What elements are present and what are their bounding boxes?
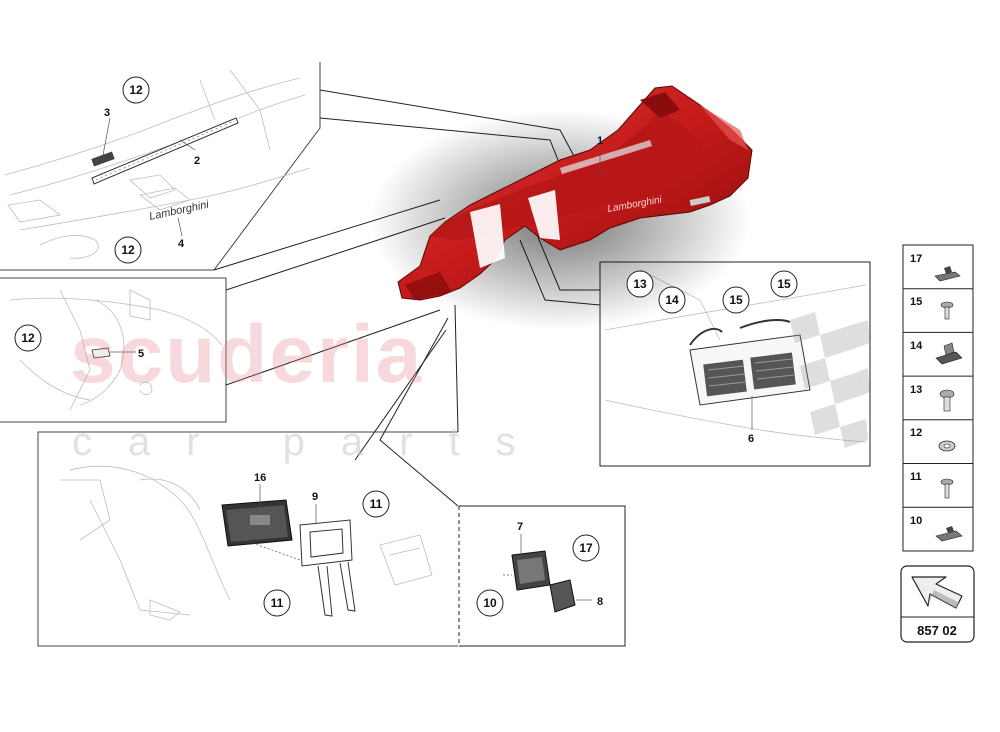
callout-11-left: 11 xyxy=(263,589,291,617)
svg-text:13: 13 xyxy=(633,277,647,291)
callout-11-right: 11 xyxy=(362,490,390,518)
part-labels: 3 2 4 1 5 6 16 9 7 8 xyxy=(104,107,754,608)
detail-upper-trim: Lamborghini xyxy=(0,62,321,271)
svg-text:15: 15 xyxy=(910,296,922,308)
label-3: 3 xyxy=(104,107,110,119)
callout-12-top: 12 xyxy=(122,76,150,104)
legend-row-13: 13 xyxy=(910,384,955,412)
label-6: 6 xyxy=(748,433,754,445)
screw-13-icon xyxy=(939,389,955,412)
callout-17: 17 xyxy=(572,534,600,562)
checker-flag-watermark xyxy=(790,312,870,448)
main-dashboard-part: Lamborghini xyxy=(370,85,753,330)
label-5: 5 xyxy=(138,348,144,360)
detail-lower-console xyxy=(37,431,458,647)
legend-row-11: 11 xyxy=(910,471,954,499)
catalog-number: 857 02 xyxy=(917,623,957,638)
legend-row-14: 14 xyxy=(910,340,963,365)
clip-10-icon xyxy=(935,526,963,542)
nut-12-icon xyxy=(938,440,956,452)
legend-row-12: 12 xyxy=(910,427,956,452)
legend-row-10: 10 xyxy=(910,515,963,542)
clip-17-icon xyxy=(934,266,961,282)
svg-text:12: 12 xyxy=(910,427,922,439)
svg-text:12: 12 xyxy=(129,83,143,97)
svg-text:10: 10 xyxy=(483,596,497,610)
label-1: 1 xyxy=(597,135,603,147)
svg-text:15: 15 xyxy=(777,277,791,291)
svg-text:12: 12 xyxy=(121,243,135,257)
svg-text:11: 11 xyxy=(271,596,284,610)
label-16: 16 xyxy=(254,472,266,484)
watermark: scuderia car parts xyxy=(70,309,552,464)
svg-text:17: 17 xyxy=(579,541,593,555)
label-4: 4 xyxy=(178,238,185,250)
legend-row-17: 17 xyxy=(910,253,961,282)
svg-text:11: 11 xyxy=(370,497,383,511)
watermark-brand: scuderia xyxy=(70,309,423,400)
callout-15-left: 15 xyxy=(722,286,750,314)
callout-12-left: 12 xyxy=(14,324,42,352)
label-8: 8 xyxy=(597,596,603,608)
circled-callouts: 12 12 12 13 14 15 15 11 xyxy=(14,76,798,617)
screw-15-icon xyxy=(940,301,954,320)
arrow-up-left-icon[interactable] xyxy=(911,576,963,609)
callout-10: 10 xyxy=(476,589,504,617)
fastener-legend: 17 15 14 13 xyxy=(902,244,974,552)
detail-switches xyxy=(458,505,626,647)
callout-13: 13 xyxy=(626,270,654,298)
svg-text:10: 10 xyxy=(910,515,922,527)
label-9: 9 xyxy=(312,491,318,503)
clip-14-icon xyxy=(935,342,963,365)
legend-row-15: 15 xyxy=(910,296,954,320)
svg-text:14: 14 xyxy=(910,340,923,352)
watermark-sub: car parts xyxy=(72,420,552,464)
svg-text:15: 15 xyxy=(729,293,743,307)
svg-text:17: 17 xyxy=(910,253,922,265)
screw-11-icon xyxy=(940,478,954,499)
callout-14: 14 xyxy=(658,286,686,314)
catalog-box[interactable]: 857 02 xyxy=(900,565,975,643)
callout-12-lower: 12 xyxy=(114,236,142,264)
label-2: 2 xyxy=(194,155,200,167)
svg-text:14: 14 xyxy=(665,293,679,307)
svg-text:12: 12 xyxy=(21,331,35,345)
svg-text:11: 11 xyxy=(910,471,922,483)
label-7: 7 xyxy=(517,521,523,533)
svg-text:13: 13 xyxy=(910,384,922,396)
callout-15-right: 15 xyxy=(770,270,798,298)
detail-left-trim xyxy=(0,277,227,423)
